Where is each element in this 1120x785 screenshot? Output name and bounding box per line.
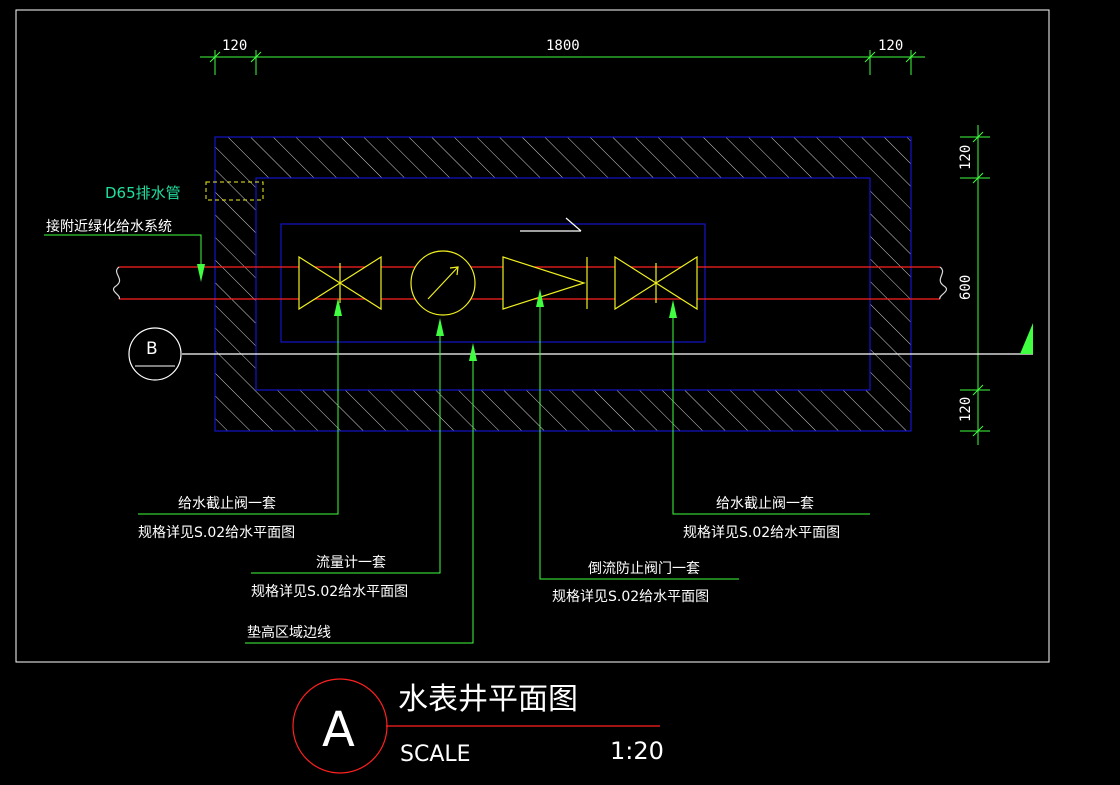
drain-pipe-label: D65排水管	[105, 184, 181, 202]
axis-end-marker-icon	[1020, 323, 1033, 354]
valve-right-spec: 规格详见S.02给水平面图	[683, 525, 840, 541]
well-inner-wall	[255, 177, 871, 391]
flow-meter-icon	[410, 250, 476, 316]
title-symbol-letter: A	[322, 702, 355, 758]
flow-direction-arrow-icon	[520, 217, 582, 232]
dim-top-right: 120	[878, 38, 903, 54]
flowmeter-label: 流量计一套	[316, 555, 386, 571]
top-dimension-chain	[200, 50, 925, 75]
backflow-label: 倒流防止阀门一套	[588, 561, 700, 577]
leader-arrowheads	[197, 264, 677, 361]
backflow-spec: 规格详见S.02给水平面图	[552, 589, 709, 605]
valve-right-label: 给水截止阀一套	[716, 496, 814, 512]
raised-area-outline	[280, 223, 706, 343]
drawing-title: 水表井平面图	[398, 682, 578, 717]
dim-right-top: 120	[958, 145, 974, 170]
leader-lines	[44, 234, 870, 644]
well-outer-wall	[214, 136, 912, 432]
drawing-frame	[15, 9, 1050, 663]
gate-valve-left-icon	[298, 255, 382, 311]
scale-label: SCALE	[400, 742, 471, 767]
dim-top-middle: 1800	[546, 38, 580, 54]
gate-valve-right-icon	[614, 255, 698, 311]
valve-left-spec: 规格详见S.02给水平面图	[138, 525, 295, 541]
dim-top-left: 120	[222, 38, 247, 54]
supply-connection-label: 接附近绿化给水系统	[46, 218, 172, 235]
flowmeter-spec: 规格详见S.02给水平面图	[251, 584, 408, 600]
axis-bubble-label: B	[146, 339, 158, 359]
raised-area-label: 垫高区域边线	[247, 624, 331, 641]
valve-left-label: 给水截止阀一套	[178, 496, 276, 512]
scale-value: 1:20	[610, 737, 664, 765]
axis-bubble-icon	[128, 327, 182, 381]
right-dimension-chain	[960, 125, 990, 445]
dim-right-middle: 600	[958, 275, 974, 300]
backflow-preventer-icon	[502, 256, 588, 310]
dim-right-bottom: 120	[958, 397, 974, 422]
drain-pipe-stub	[205, 181, 264, 201]
